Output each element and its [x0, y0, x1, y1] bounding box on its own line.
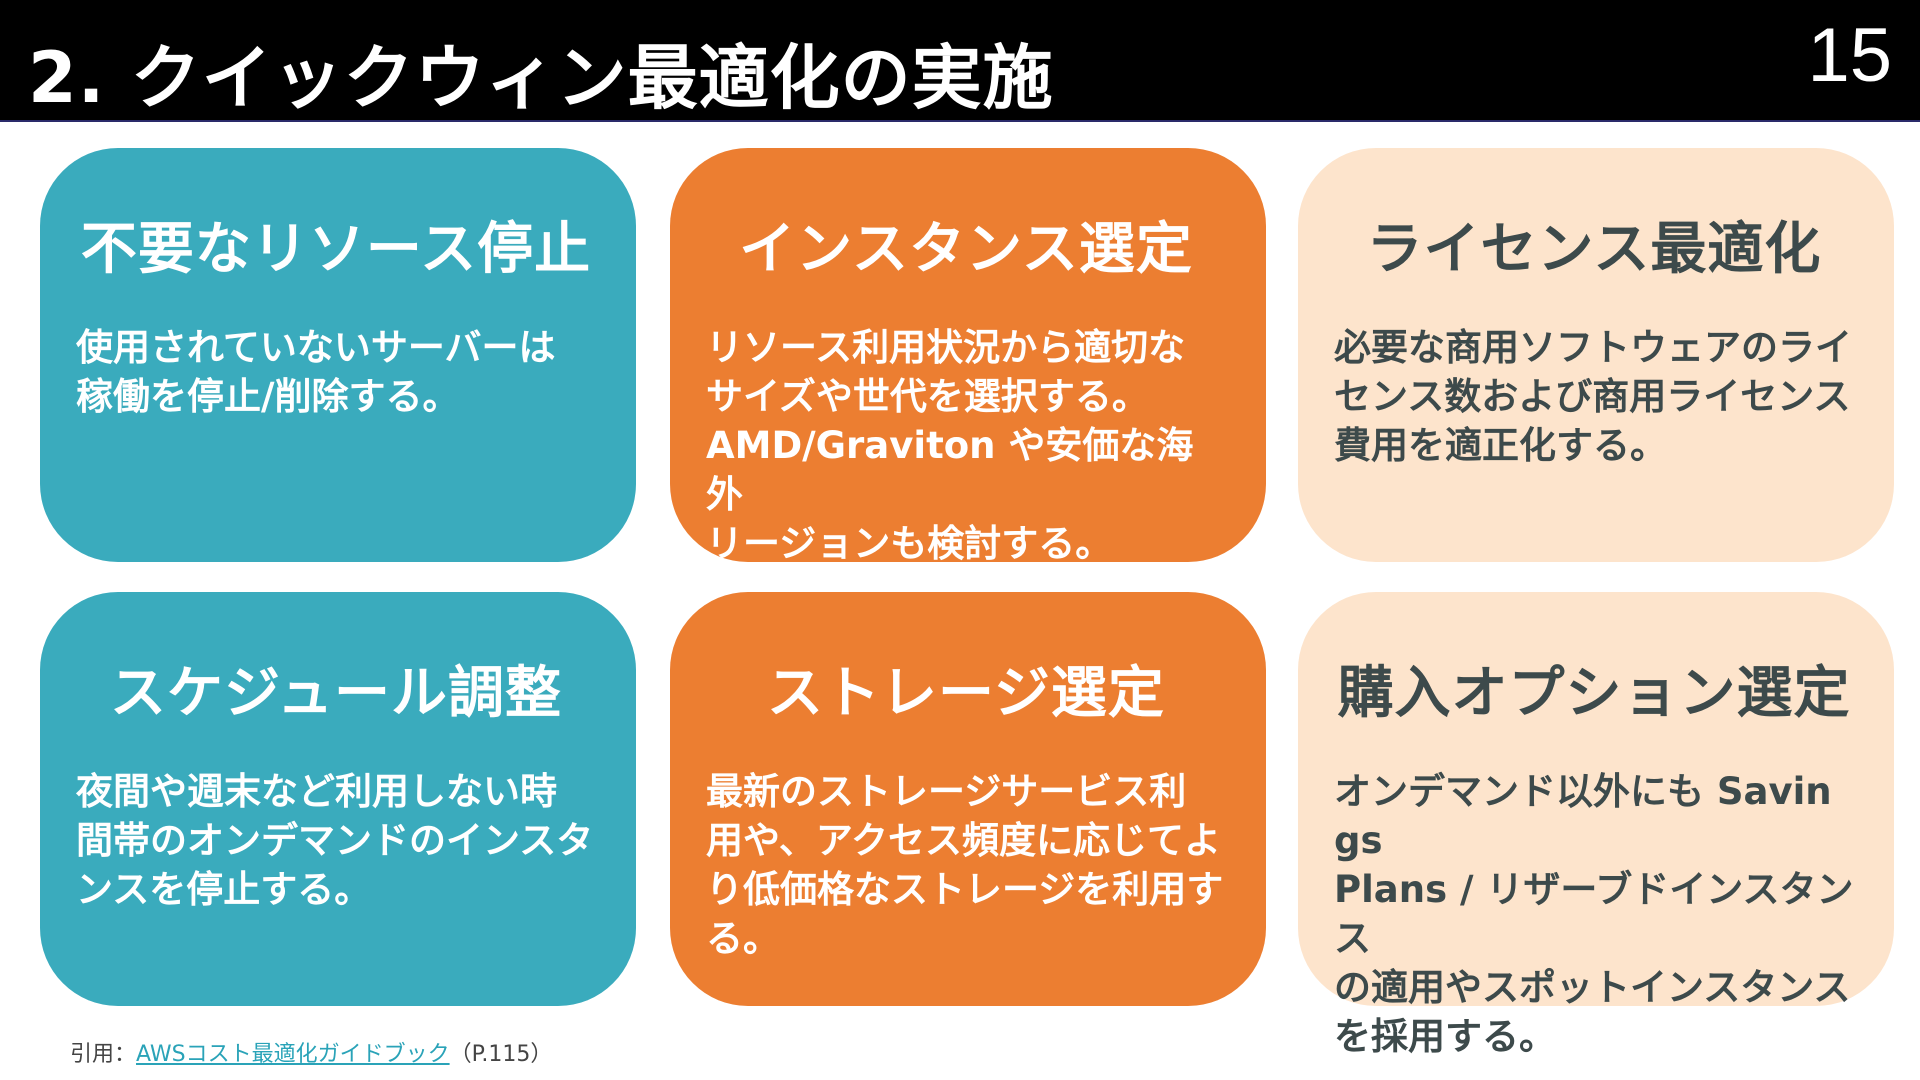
citation-suffix: （P.115）: [449, 1042, 553, 1067]
page-number: 15: [1807, 13, 1892, 98]
card-title: 購入オプション選定: [1337, 661, 1851, 726]
card-purchase-option-selection: 購入オプション選定 オンデマンド以外にも Savings Plans / リザー…: [1298, 592, 1894, 1058]
card-license-optimization: ライセンス最適化 必要な商用ソフトウェアのライ センス数および商用ライセンス 費…: [1298, 148, 1894, 562]
citation-prefix: 引用：: [70, 1042, 137, 1067]
slide-title: 2. クイックウィン最適化の実施: [28, 37, 1054, 119]
card-instance-selection: インスタンス選定 リソース利用状況から適切な サイズや世代を選択する。 AMD/…: [670, 148, 1266, 565]
card-body: 最新のストレージサービス利 用や、アクセス頻度に応じてよ り低価格なストレージを…: [706, 770, 1224, 960]
card-title: ストレージ選定: [767, 661, 1165, 726]
title-bar: 2. クイックウィン最適化の実施 15: [0, 0, 1920, 122]
card-title: スケジュール調整: [109, 661, 563, 726]
card-body: 使用されていないサーバーは 稼働を停止/削除する。: [76, 326, 556, 419]
card-schedule-adjustment: スケジュール調整 夜間や週末など利用しない時 間帯のオンデマンドのインスタ ンス…: [40, 592, 636, 1006]
card-title: 不要なリソース停止: [80, 217, 592, 282]
citation: 引用：AWSコスト最適化ガイドブック（P.115）: [70, 1036, 552, 1068]
card-storage-selection: ストレージ選定 最新のストレージサービス利 用や、アクセス頻度に応じてよ り低価…: [670, 592, 1266, 1006]
citation-link[interactable]: AWSコスト最適化ガイドブック: [136, 1042, 450, 1067]
card-unused-resource-stop: 不要なリソース停止 使用されていないサーバーは 稼働を停止/削除する。: [40, 148, 636, 562]
card-body: 必要な商用ソフトウェアのライ センス数および商用ライセンス 費用を適正化する。: [1334, 326, 1852, 468]
card-title: ライセンス最適化: [1366, 217, 1822, 282]
card-body: オンデマンド以外にも Savings Plans / リザーブドインスタンス の…: [1334, 770, 1854, 1058]
card-body: 夜間や週末など利用しない時 間帯のオンデマンドのインスタ ンスを停止する。: [76, 770, 594, 912]
card-title: インスタンス選定: [739, 217, 1193, 282]
card-body: リソース利用状況から適切な サイズや世代を選択する。 AMD/Graviton …: [706, 326, 1194, 565]
